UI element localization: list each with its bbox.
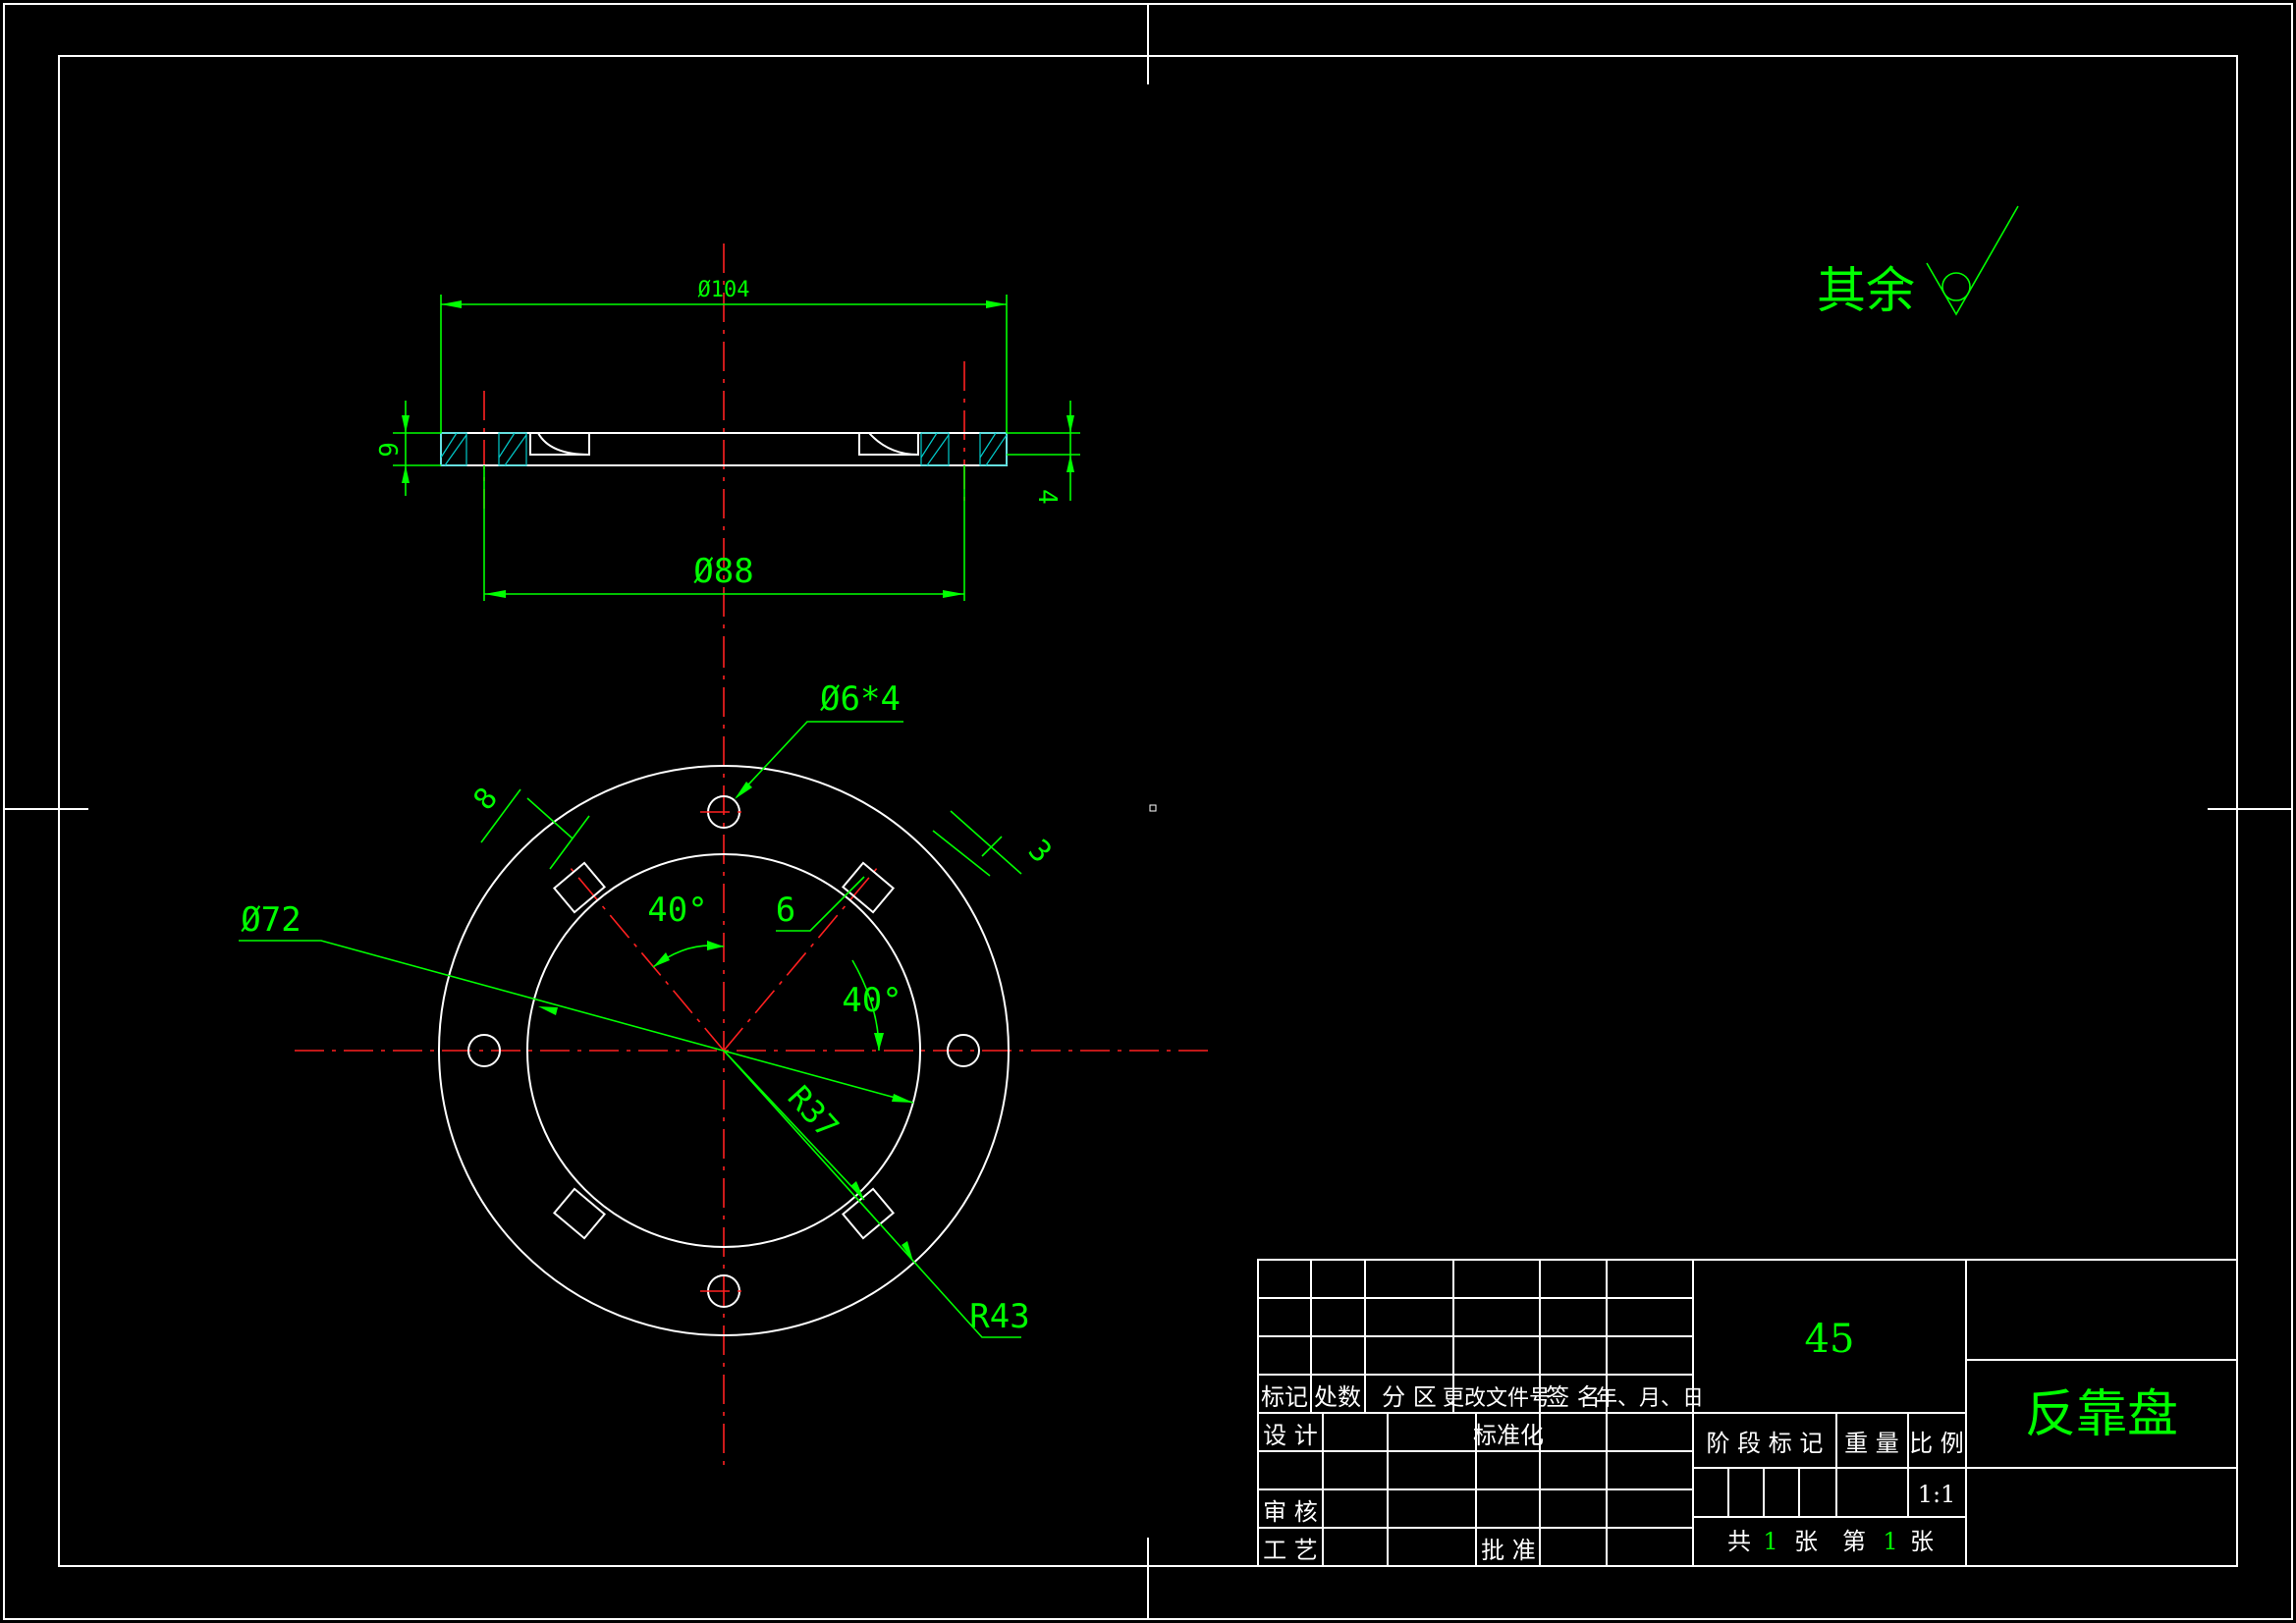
header-signature: 签 名 [1546, 1383, 1601, 1411]
part-name: 反靠盘 [2025, 1385, 2178, 1444]
dim-radius-43: R43 [969, 1297, 1029, 1336]
title-block: 标记 处数 分 区 更改文件号 签 名 年、月、日 设 计 标准化 审 核 工 … [1257, 1259, 2238, 1567]
sheet-suffix: 张 [1910, 1528, 1934, 1555]
dim-angle-left: 40° [647, 891, 707, 930]
angle-ray-right [723, 866, 879, 1052]
material-value: 45 [1805, 1317, 1855, 1362]
dim-recess: 4 [1032, 489, 1062, 505]
header-zone: 分 区 [1382, 1383, 1437, 1411]
scale-value: 1:1 [1918, 1481, 1956, 1508]
bolt-holes [467, 795, 980, 1308]
bolt-hole [947, 1034, 980, 1067]
dim-diameter-72: Ø72 [241, 900, 301, 940]
sheet-label: 第 [1842, 1528, 1866, 1555]
sheet-prefix: 共 [1727, 1528, 1751, 1555]
dim-angle-right: 40° [842, 981, 902, 1020]
header-count: 处数 [1314, 1383, 1361, 1411]
label-approve: 批 准 [1481, 1537, 1536, 1564]
label-review: 审 核 [1263, 1498, 1318, 1526]
sheet-total: 1 [1763, 1528, 1777, 1555]
inner-circle [526, 853, 921, 1248]
slot [552, 861, 607, 914]
slot [552, 1187, 607, 1240]
side-view: Ø104 Ø88 6 4 [372, 243, 1080, 638]
label-design: 设 计 [1263, 1422, 1318, 1449]
header-change-doc: 更改文件号 [1443, 1386, 1551, 1411]
dim-inner-diameter: Ø88 [693, 552, 753, 591]
outer-circle [438, 765, 1010, 1336]
header-date: 年、月、日 [1596, 1386, 1704, 1411]
angle-ray-left [569, 866, 725, 1052]
top-view: Ø6*4 8 3 6 40° 40° Ø72 R37 R43 [239, 638, 1210, 1473]
surface-finish-label: 其余 [1817, 262, 1915, 319]
dim-slot-depth: 3 [1021, 834, 1059, 871]
dim-thickness: 6 [372, 442, 402, 458]
sheet-number: 1 [1883, 1528, 1897, 1555]
dim-holes: Ø6*4 [820, 679, 901, 719]
header-mark: 标记 [1261, 1383, 1308, 1411]
surface-roughness-check-icon [1926, 205, 2019, 316]
label-standardize: 标准化 [1473, 1422, 1544, 1449]
label-process: 工 艺 [1263, 1537, 1318, 1564]
bolt-hole [467, 1034, 501, 1067]
sheet-mid: 张 [1794, 1528, 1818, 1555]
label-stage-mark: 阶 段 标 记 [1707, 1430, 1824, 1457]
slot [841, 861, 896, 914]
dim-outer-diameter: Ø104 [698, 278, 750, 302]
label-scale: 比 例 [1909, 1430, 1964, 1457]
label-weight: 重 量 [1844, 1430, 1899, 1457]
sheet-border [3, 3, 2293, 1620]
slot [841, 1187, 896, 1240]
surface-finish-note: 其余 [1817, 205, 2019, 319]
slots [552, 861, 896, 1240]
dim-slot-length: 6 [776, 891, 795, 930]
dim-radius-37: R37 [781, 1078, 847, 1145]
tiny-marker [1149, 804, 1157, 812]
dim-slot-width: 8 [467, 782, 505, 817]
outer-border [3, 3, 2293, 1620]
section-hatch [440, 432, 1008, 466]
